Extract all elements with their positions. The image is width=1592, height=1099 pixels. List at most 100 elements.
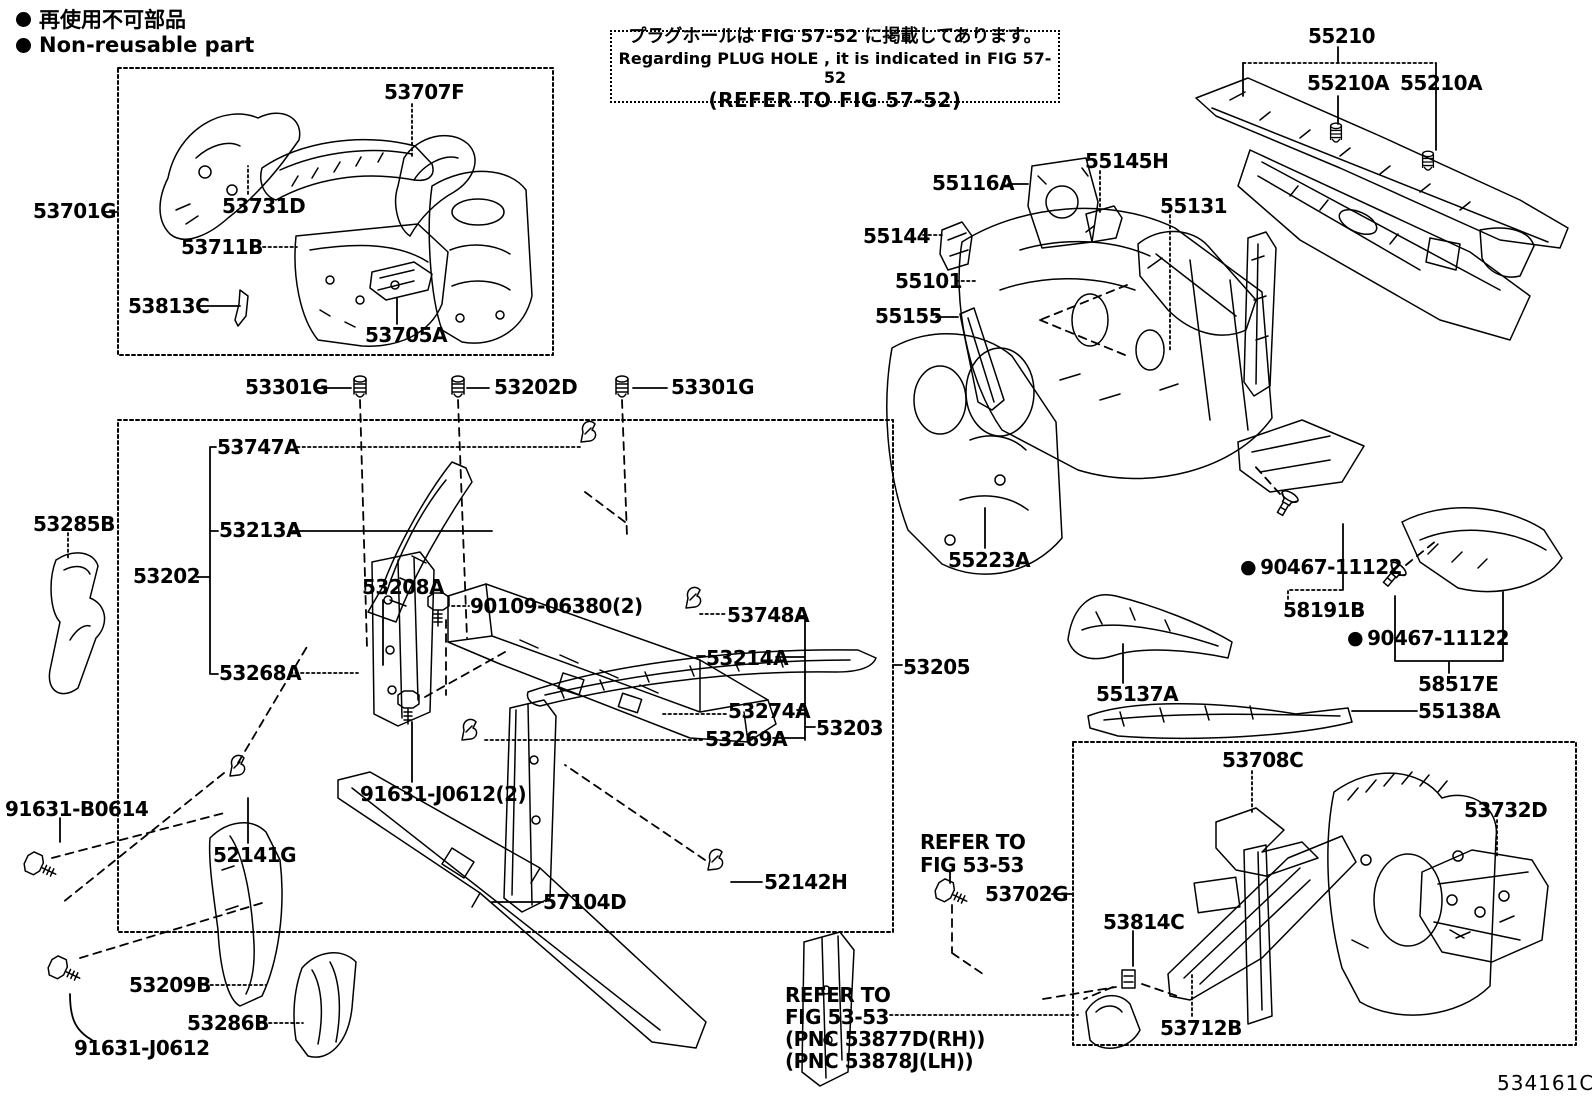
part-drawing-57104d bbox=[337, 771, 707, 1049]
refer-note-line: FIG 53-53 bbox=[920, 853, 1024, 877]
part-label-53707f: 53707F bbox=[384, 80, 465, 104]
part-drawing-dash-reinforcement bbox=[1243, 231, 1277, 397]
part-number-text: 53209B bbox=[129, 973, 211, 997]
part-label-55223a: 55223A bbox=[948, 548, 1031, 572]
part-drawing-53732d bbox=[1419, 849, 1549, 963]
part-drawing-53213a bbox=[367, 461, 473, 623]
part-drawing-side-stay-right bbox=[801, 931, 855, 1087]
part-number-text: 57104D bbox=[543, 890, 627, 914]
part-number-text: 90109-06380(2) bbox=[470, 594, 643, 618]
part-drawing-58517e bbox=[1401, 507, 1563, 593]
clip-icon bbox=[1121, 969, 1136, 989]
part-drawing-53705a bbox=[369, 261, 433, 301]
stud-bolt-icon bbox=[615, 375, 629, 398]
part-number-text: 91631-J0612 bbox=[74, 1036, 210, 1060]
part-label-53268a: 53268A bbox=[219, 663, 302, 683]
part-number-text: 53748A bbox=[727, 603, 810, 627]
clip-icon-detail bbox=[1123, 975, 1134, 983]
part-number-text: 91631-J0612(2) bbox=[360, 782, 527, 806]
refer-note-line: FIG 53-53 bbox=[785, 1005, 889, 1029]
clip-icon bbox=[229, 754, 246, 777]
part-number-text: 55210 bbox=[1308, 24, 1376, 48]
part-number-text: 53701G bbox=[33, 199, 117, 223]
part-label-55155: 55155 bbox=[875, 304, 943, 328]
part-number-text: 53203 bbox=[816, 716, 884, 740]
part-drawing-55210-cowl bbox=[1195, 77, 1569, 341]
part-label-53274a: 53274A bbox=[728, 701, 811, 721]
part-label-53213a: 53213A bbox=[219, 518, 302, 542]
part-drawing-wheelhouse bbox=[1327, 771, 1498, 1016]
part-number-text: 52142H bbox=[764, 870, 848, 894]
part-label-90109-06380(2): 90109-06380(2) bbox=[470, 596, 643, 616]
part-label-53205: 53205 bbox=[903, 655, 971, 679]
part-number-text: 53205 bbox=[903, 655, 971, 679]
part-number-text: 55223A bbox=[948, 548, 1031, 572]
legend-row-en: Non-reusable part bbox=[16, 32, 254, 58]
part-label-53702g: 53702G bbox=[985, 882, 1069, 906]
part-drawing-53209b bbox=[208, 822, 283, 1007]
part-number-text: 53747A bbox=[217, 435, 300, 459]
part-label-53712b: 53712B bbox=[1160, 1018, 1242, 1038]
part-number-text: 55210A bbox=[1307, 71, 1390, 95]
part-label-58191b: 58191B bbox=[1283, 600, 1365, 620]
part-number-text: 58191B bbox=[1283, 598, 1365, 622]
part-number-text: 53813C bbox=[128, 294, 210, 318]
part-drawing-55144 bbox=[939, 221, 973, 271]
part-label-53301g: 53301G bbox=[671, 375, 755, 399]
stud-bolt-icon bbox=[1329, 122, 1343, 143]
part-label-53705a: 53705A bbox=[365, 325, 448, 345]
part-number-text: 53301G bbox=[245, 375, 329, 399]
part-number-text: 53269A bbox=[705, 727, 788, 751]
part-number-text: 53301G bbox=[671, 375, 755, 399]
part-label-91631-b0614: 91631-B0614 bbox=[5, 799, 149, 819]
part-number-text: 55131 bbox=[1160, 194, 1228, 218]
part-number-text: 53202D bbox=[494, 375, 578, 399]
note-line-jp: プラグホールは FIG 57-52 に掲載してあります。 bbox=[628, 25, 1042, 47]
part-label-91631-j0612: 91631-J0612 bbox=[74, 1038, 210, 1058]
part-label-90467-11122: ●90467-11122 bbox=[1240, 557, 1403, 577]
figure-code: 534161C bbox=[1497, 1071, 1592, 1095]
clip-icon bbox=[461, 718, 478, 741]
part-label-53202d: 53202D bbox=[494, 375, 578, 399]
part-label-53701g: 53701G bbox=[33, 199, 117, 223]
part-number-text: 55145H bbox=[1085, 149, 1169, 173]
construction-lines-dashed bbox=[51, 284, 1438, 1000]
part-drawing-53285b bbox=[48, 552, 106, 695]
hex-bolt-icon bbox=[44, 953, 86, 988]
part-number-text: 55116A bbox=[932, 171, 1015, 195]
non-reusable-bullet-icon bbox=[16, 37, 31, 53]
legend-text-en: Non-reusable part bbox=[39, 33, 255, 57]
part-number-text: 53712B bbox=[1160, 1016, 1242, 1040]
part-drawing-53813c bbox=[234, 289, 249, 327]
part-number-text: 53702G bbox=[985, 882, 1069, 906]
legend: 再使用不可部品 Non-reusable part bbox=[16, 6, 254, 58]
clip-icon bbox=[580, 420, 597, 443]
stud-bolt-icon bbox=[451, 375, 465, 398]
part-number-text: 55155 bbox=[875, 304, 943, 328]
hex-bolt-icon bbox=[20, 849, 62, 884]
part-drawing-apron-lh bbox=[159, 112, 301, 240]
refer-note-bottom: REFER TO FIG 53-53 (PNC 53877D(RH)) (PNC… bbox=[785, 984, 985, 1072]
part-label-57104d: 57104D bbox=[543, 890, 627, 914]
part-number-text: 53707F bbox=[384, 80, 465, 104]
part-label-53747a: 53747A bbox=[217, 435, 300, 459]
part-label-55210: 55210 bbox=[1308, 24, 1376, 48]
refer-note-top: REFER TO FIG 53-53 bbox=[920, 831, 1026, 877]
part-number-text: 90467-11122 bbox=[1367, 626, 1510, 650]
part-label-55145h: 55145H bbox=[1085, 149, 1169, 173]
plug-hole-note-box: プラグホールは FIG 57-52 に掲載してあります。 Regarding P… bbox=[610, 26, 1060, 112]
part-label-55101: 55101 bbox=[895, 271, 963, 291]
part-number-text: 55138A bbox=[1418, 699, 1501, 723]
part-label-55131: 55131 bbox=[1160, 194, 1228, 218]
box-53202-53205 bbox=[117, 419, 894, 933]
part-drawing-53877d bbox=[1085, 994, 1141, 1049]
part-label-55210a: 55210A bbox=[1400, 73, 1483, 93]
leader-lines-solid bbox=[59, 46, 1504, 1041]
part-drawing-55155 bbox=[959, 307, 1005, 411]
part-label-53203: 53203 bbox=[816, 716, 884, 740]
part-number-text: 53213A bbox=[219, 518, 302, 542]
box-53701g bbox=[117, 67, 554, 356]
part-label-53732d: 53732D bbox=[1464, 800, 1548, 820]
part-label-52142h: 52142H bbox=[764, 870, 848, 894]
